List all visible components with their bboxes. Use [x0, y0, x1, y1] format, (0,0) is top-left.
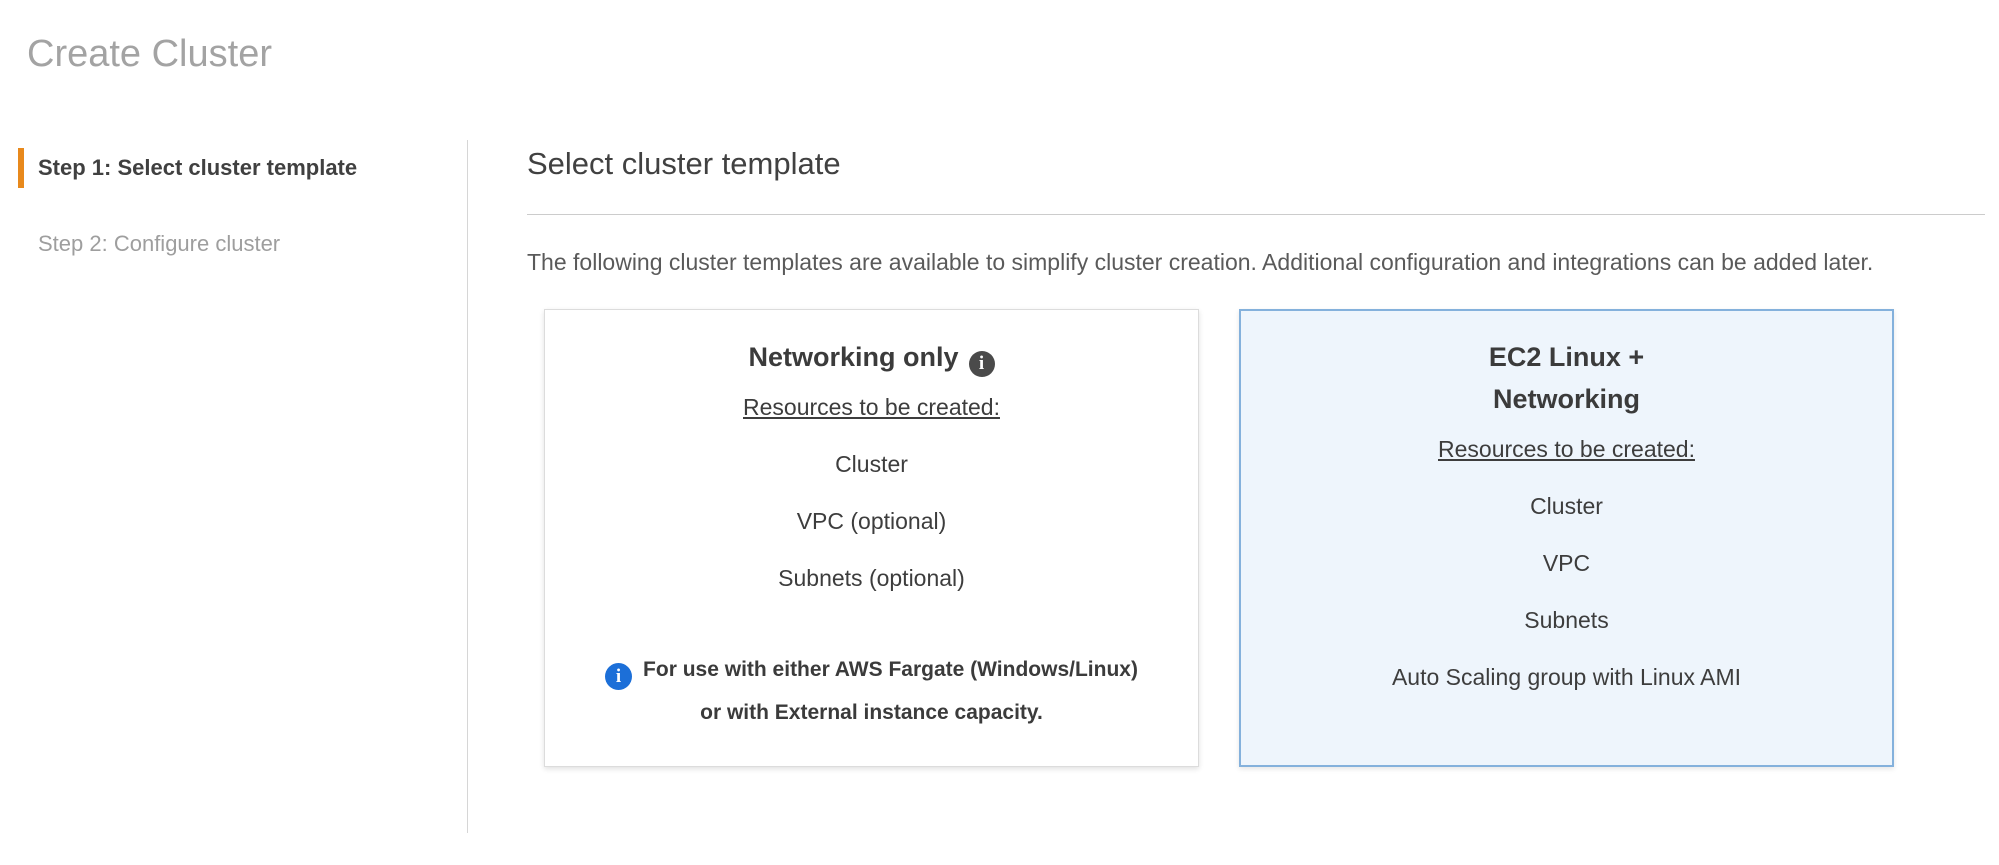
create-cluster-page: Create Cluster Step 1: Select cluster te…	[0, 32, 1999, 865]
resources-heading: Resources to be created:	[1438, 436, 1695, 462]
resource-item: Subnets (optional)	[778, 565, 965, 591]
card-title-line-2: Networking	[1492, 384, 1640, 414]
resource-item: VPC	[1542, 550, 1591, 576]
wizard-layout: Step 1: Select cluster template Step 2: …	[0, 140, 1999, 833]
resource-item: Cluster	[1530, 493, 1603, 519]
main-content: Select cluster template The following cl…	[468, 140, 1999, 833]
resource-item: Auto Scaling group with Linux AMI	[1391, 664, 1742, 690]
sidebar-step-1-select-cluster-template: Step 1: Select cluster template	[18, 148, 467, 188]
card-title: EC2 Linux + Networking	[1260, 336, 1873, 420]
section-divider	[527, 214, 1985, 215]
info-icon[interactable]: i	[968, 351, 995, 377]
card-title-text: Networking only	[748, 342, 959, 372]
resource-item: Subnets	[1524, 607, 1609, 633]
section-description: The following cluster templates are avai…	[527, 249, 1874, 275]
resource-item: Cluster	[835, 451, 908, 477]
card-title: Networking only i	[565, 336, 1178, 378]
card-note: i For use with either AWS Fargate (Window…	[545, 648, 1198, 734]
card-note-line-1: For use with either AWS Fargate (Windows…	[643, 658, 1138, 681]
page-title: Create Cluster	[27, 33, 272, 75]
wizard-steps-sidebar: Step 1: Select cluster template Step 2: …	[0, 140, 468, 833]
info-icon: i	[605, 663, 633, 690]
template-card-ec2-linux-networking[interactable]: EC2 Linux + Networking Resources to be c…	[1239, 309, 1894, 767]
section-title: Select cluster template	[527, 146, 841, 181]
resource-item: VPC (optional)	[796, 508, 947, 534]
sidebar-step-2-configure-cluster: Step 2: Configure cluster	[38, 231, 281, 256]
card-note-line-2: or with External instance capacity.	[700, 701, 1043, 724]
template-cards: Networking only i Resources to be created…	[544, 309, 1985, 767]
resources-heading: Resources to be created:	[743, 394, 1000, 420]
card-title-line-1: EC2 Linux +	[1488, 342, 1645, 372]
template-card-networking-only[interactable]: Networking only i Resources to be created…	[544, 309, 1199, 767]
